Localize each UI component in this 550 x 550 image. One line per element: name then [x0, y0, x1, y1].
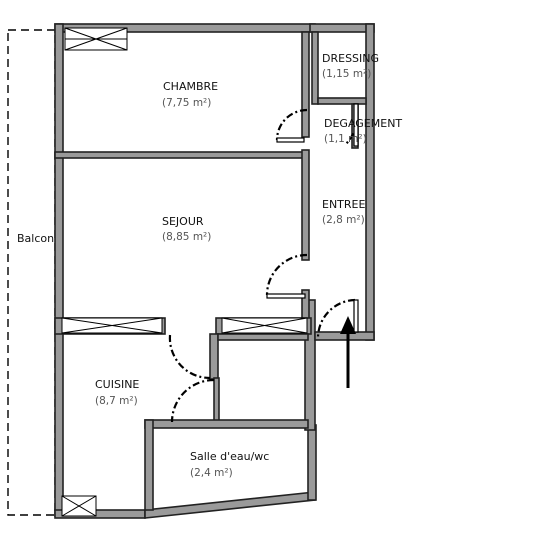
door-chambre [275, 108, 308, 143]
vent-bottom [61, 495, 97, 517]
balcony-label: Balcon [17, 232, 54, 245]
room-name-dressing: DRESSING [322, 52, 379, 65]
room-name-degagement: DEGAGEMENT [324, 117, 402, 130]
room-area-salle-eau: (2,4 m²) [190, 467, 233, 479]
door-entrance [316, 298, 359, 339]
room-area-sejour: (8,85 m²) [162, 231, 211, 243]
room-name-cuisine: CUISINE [95, 378, 139, 391]
room-area-chambre: (7,75 m²) [162, 97, 211, 109]
door-sejour [265, 253, 308, 299]
room-name-sejour: SEJOUR [162, 215, 204, 228]
room-name-chambre: CHAMBRE [163, 80, 218, 93]
entrance-arrow-icon [340, 316, 356, 388]
exterior-walls [54, 23, 375, 519]
room-name-salle-eau: Salle d'eau/wc [190, 450, 269, 463]
vent-duct-left [61, 317, 163, 334]
door-salle-eau [170, 378, 215, 423]
room-area-entree: (2,8 m²) [322, 214, 365, 226]
vent-duct-right [221, 317, 308, 334]
room-name-entree: ENTREE [322, 198, 365, 211]
room-area-degagement: (1,1 m²) [324, 133, 367, 145]
room-area-cuisine: (8,7 m²) [95, 395, 138, 407]
door-dressing [344, 103, 359, 147]
balcony-outline [7, 29, 56, 516]
window-top [64, 27, 128, 51]
door-cuisine [168, 334, 211, 380]
room-area-dressing: (1,15 m²) [322, 68, 371, 80]
